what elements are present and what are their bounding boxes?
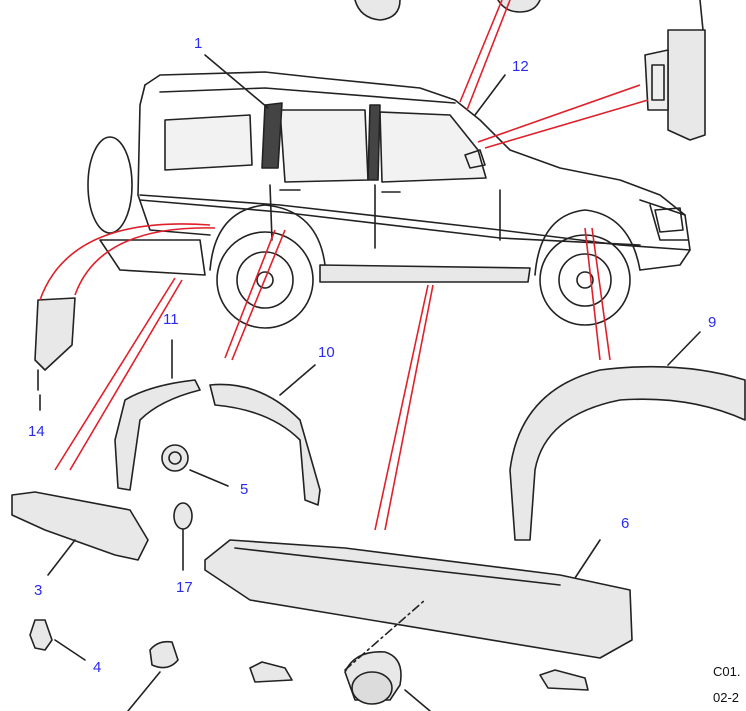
clip-top-left [354, 0, 401, 21]
callout-10: 10 [318, 344, 335, 361]
part-10-arch [209, 364, 321, 506]
vehicle-outline [87, 71, 691, 329]
clip-top-right [497, 0, 541, 13]
callout-3: 3 [34, 582, 43, 599]
clip-bottom-2 [249, 661, 293, 683]
part-11-arch [114, 339, 201, 491]
clip-bottom-4 [539, 669, 589, 691]
part-4-screw [29, 619, 86, 661]
part-3-rear-side [11, 491, 149, 576]
part-14-rear-quarter [34, 297, 76, 391]
part-17-grommet [173, 502, 193, 571]
clip-bottom-1 [127, 640, 179, 711]
part-12-bracket [644, 0, 706, 141]
drawing-code-line2: 02-2 [713, 690, 740, 705]
callout-11: 11 [163, 311, 179, 328]
clip-bottom-3 [344, 651, 431, 711]
callout-4: 4 [93, 659, 102, 676]
callout-12: 12 [512, 58, 529, 75]
callout-14: 14 [28, 423, 45, 440]
callout-6: 6 [621, 515, 630, 532]
callout-1: 1 [194, 35, 203, 52]
callout-5: 5 [240, 481, 249, 498]
drawing-code-line1: C01. [713, 664, 741, 679]
red-leader-lines [39, 0, 649, 531]
part-9-front-arch [509, 331, 746, 541]
callout-9: 9 [708, 314, 717, 331]
part-6-sill [204, 539, 633, 659]
part-5-grommet [161, 444, 229, 487]
callout-17: 17 [176, 579, 193, 596]
